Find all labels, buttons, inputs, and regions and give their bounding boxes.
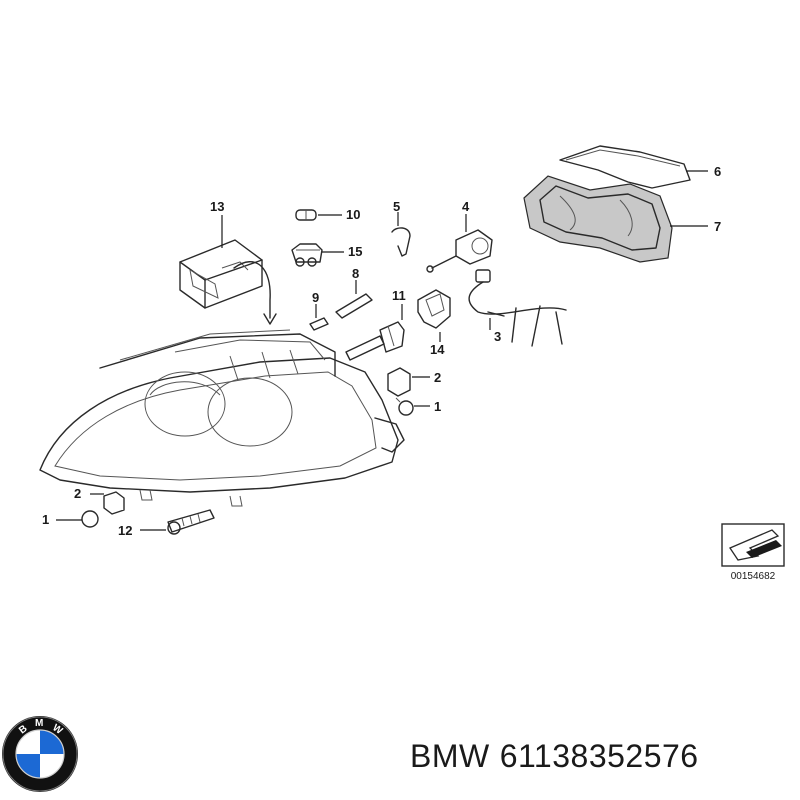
part-10-bulb xyxy=(295,209,317,221)
part-3-cable-harness xyxy=(468,269,567,347)
part-15-bulb-holder xyxy=(291,243,323,267)
part-number: 61138352576 xyxy=(499,738,699,774)
callout-1-right: 1 xyxy=(434,399,441,414)
part-14-socket xyxy=(417,289,451,329)
bmw-logo: B M W xyxy=(2,716,78,792)
callout-1-left: 1 xyxy=(42,512,49,527)
diagram-number: 00154682 xyxy=(731,571,776,582)
callout-10: 10 xyxy=(346,207,360,222)
callout-8: 8 xyxy=(352,266,359,281)
part-2-bulb-cap-left xyxy=(103,491,125,515)
part-5-clip xyxy=(391,227,411,257)
callout-13: 13 xyxy=(210,199,224,214)
leader-lines xyxy=(56,170,708,531)
callout-15: 15 xyxy=(348,244,362,259)
callout-3: 3 xyxy=(494,329,501,344)
part-1-bulb-left xyxy=(81,510,99,528)
callout-14: 14 xyxy=(430,342,445,357)
part-6-seal xyxy=(559,145,691,189)
headlight-housing xyxy=(39,329,405,507)
callout-2-left: 2 xyxy=(74,486,81,501)
callout-11: 11 xyxy=(392,288,406,303)
diagram-reference-icon: 00154682 xyxy=(721,523,785,582)
svg-text:M: M xyxy=(35,718,43,729)
callout-2-right: 2 xyxy=(434,370,441,385)
callout-5: 5 xyxy=(393,199,400,214)
callout-4: 4 xyxy=(462,199,470,214)
part-11-bulb xyxy=(345,321,405,361)
part-7-cover xyxy=(523,175,673,263)
callout-7: 7 xyxy=(714,219,721,234)
part-12-screw xyxy=(167,509,215,535)
part-2-bulb-cap-right xyxy=(387,367,411,397)
part-13-control-unit xyxy=(179,239,277,325)
callout-12: 12 xyxy=(118,523,132,538)
part-9-bulb xyxy=(309,317,329,331)
part-4-adjuster xyxy=(426,229,493,273)
callout-6: 6 xyxy=(714,164,721,179)
part-8-bulb xyxy=(335,293,373,319)
callout-9: 9 xyxy=(312,290,319,305)
part-1-bulb-right xyxy=(395,397,414,416)
brand-name: BMW xyxy=(410,738,490,774)
callout-labels: 13 10 15 5 4 8 9 11 14 3 2 1 6 7 2 1 12 xyxy=(42,164,721,538)
